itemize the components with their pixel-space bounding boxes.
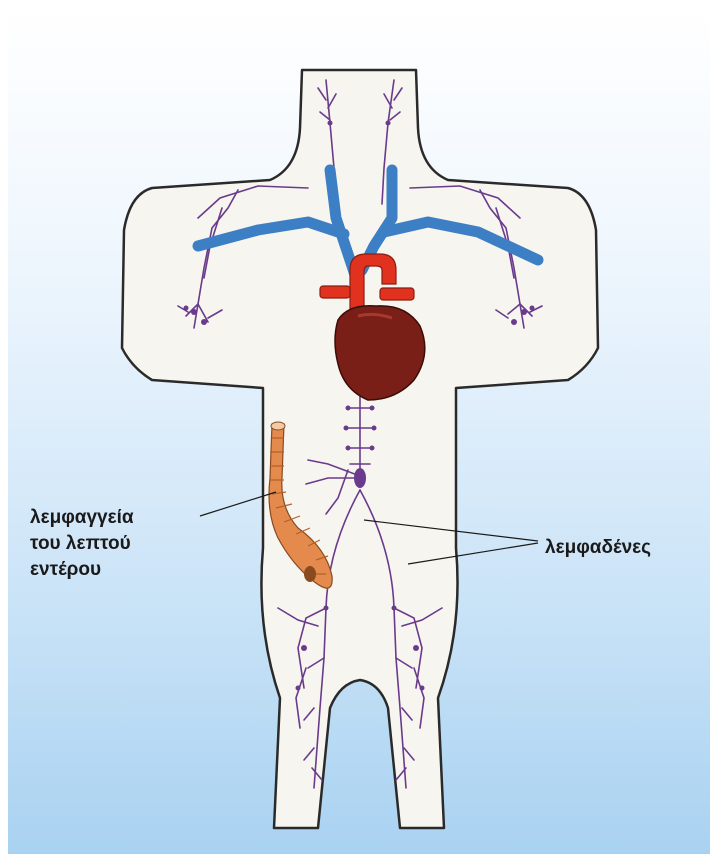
intestine-opening-top — [271, 422, 285, 430]
label-lymph-nodes: λεμφαδένες — [545, 535, 651, 561]
label-line-2: του λεπτού — [30, 531, 134, 557]
label-line-3: εντέρου — [30, 557, 134, 583]
label-line-1: λεμφαγγεία — [30, 505, 134, 531]
intestine-opening-bottom — [304, 566, 316, 582]
label-lymph-vessels-intestine: λεμφαγγεία του λεπτού εντέρου — [30, 505, 134, 583]
diagram-frame: λεμφαγγεία του λεπτού εντέρου λεμφαδένες — [8, 8, 710, 854]
lymphatic-system-illustration — [8, 8, 710, 854]
